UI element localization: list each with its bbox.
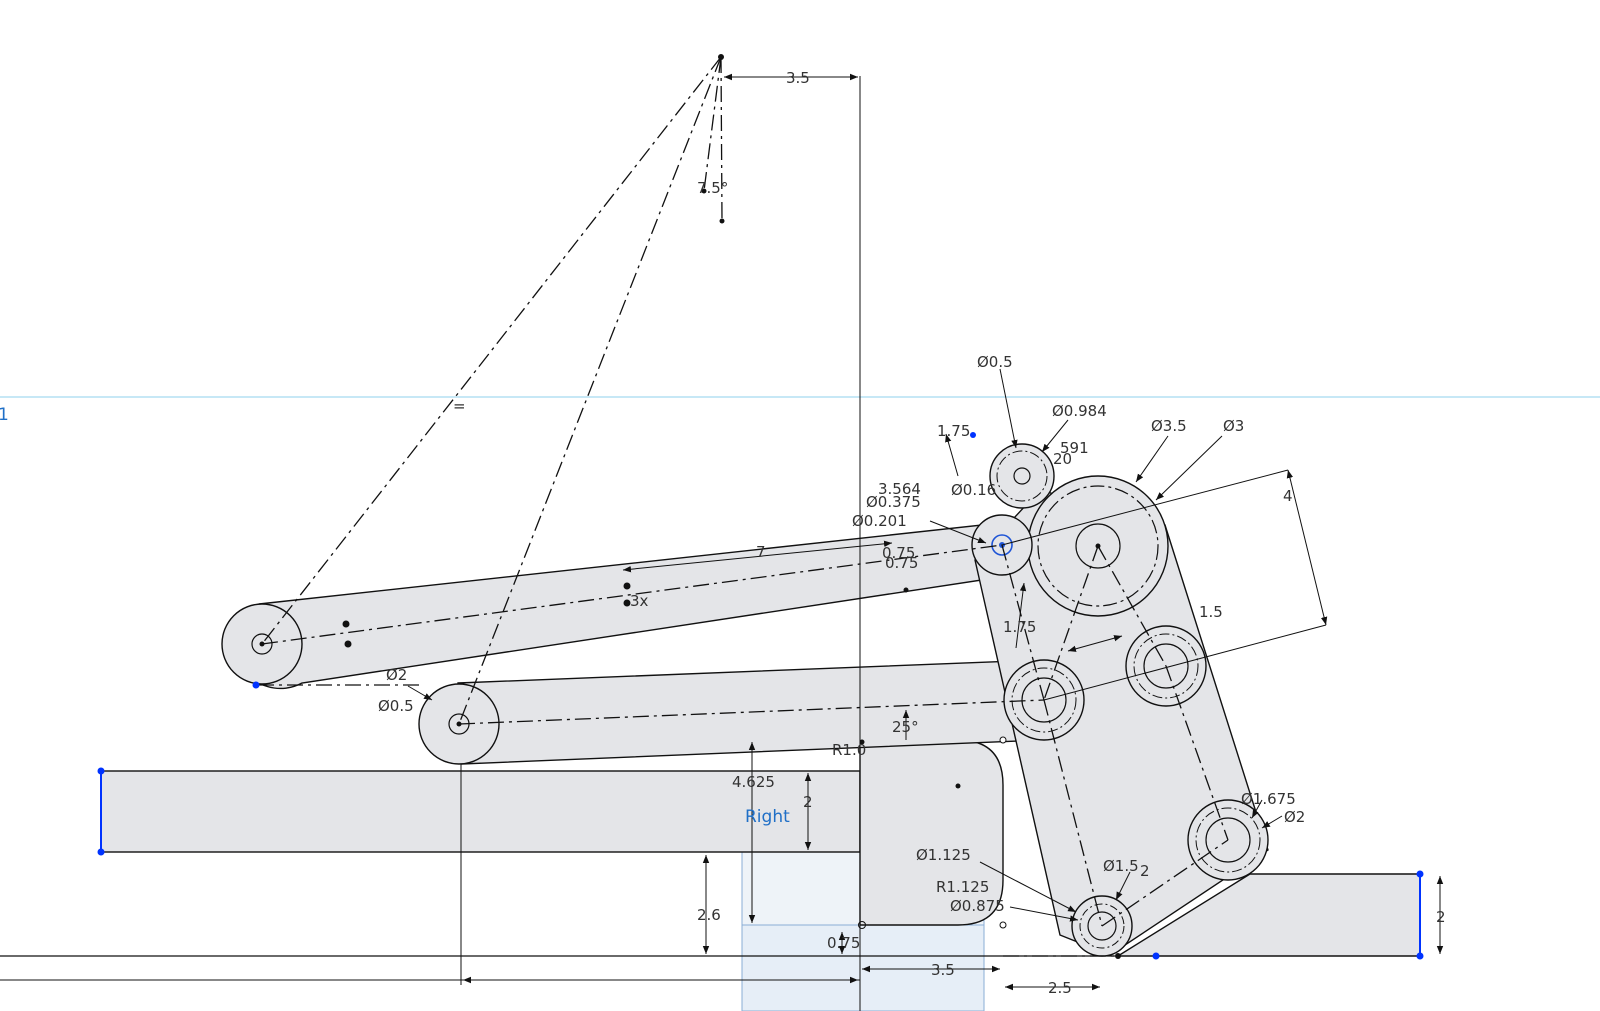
dim-len-2-chain[interactable]: 2	[1140, 862, 1150, 880]
dim-20[interactable]: 20	[1053, 450, 1072, 468]
dim-top-angle[interactable]: 7.5°	[697, 179, 728, 197]
dim-dia-0875[interactable]: Ø0.875	[950, 897, 1005, 915]
dim-offset-075b[interactable]: 0.75	[885, 554, 918, 572]
dim-len-2-right[interactable]: 2	[1436, 908, 1446, 926]
small-gear[interactable]	[989, 443, 1055, 509]
dim-dia-1675[interactable]: Ø1.675	[1241, 790, 1296, 808]
lower-right-pulley-hub[interactable]	[1205, 817, 1251, 863]
right-pulley-pitch	[1133, 633, 1199, 699]
bottom-pulley-hub[interactable]	[1087, 911, 1117, 941]
upper-arm-pivot-hole[interactable]	[251, 633, 273, 655]
dim-dia-2[interactable]: Ø2	[386, 666, 407, 684]
mid-pulley-hub[interactable]	[1021, 677, 1067, 723]
dim-height-4[interactable]: 4	[1283, 487, 1293, 505]
dim-dia-15[interactable]: Ø1.5	[1103, 857, 1139, 875]
dim-len-175-mid[interactable]: 1.75	[1003, 618, 1036, 636]
dim-hole-016[interactable]: Ø0.16	[951, 481, 996, 499]
small-gear-pitch	[996, 450, 1048, 502]
dim-dia-05[interactable]: Ø0.5	[378, 697, 414, 715]
dim-hole-0375[interactable]: Ø0.375	[866, 493, 921, 511]
blue-constraint-points[interactable]	[97, 432, 1424, 960]
mid-pulley-pitch	[1011, 667, 1077, 733]
dim-hole-0984[interactable]: Ø0.984	[1052, 402, 1107, 420]
plane-marker: 1	[0, 405, 9, 425]
dim-len-15[interactable]: 1.5	[1199, 603, 1223, 621]
lower-right-pulley-pitch	[1195, 807, 1261, 873]
dim-top-offset[interactable]: 3.5	[786, 69, 810, 87]
dim-angle-25[interactable]: 25°	[892, 718, 919, 736]
dim-offset-075a[interactable]: 0.75	[882, 544, 915, 562]
dim-dia-1125[interactable]: Ø1.125	[916, 846, 971, 864]
equal-constraint[interactable]: =	[453, 397, 466, 415]
dim-len-075-bottom[interactable]: 0.75	[827, 934, 860, 952]
dim-gear-outer[interactable]: Ø3.5	[1151, 417, 1187, 435]
dimension-labels: 3.5 7.5° = 1 Ø0.5 Ø0.984 Ø3.5 Ø3 1.75 59…	[0, 69, 1446, 997]
construction-lines	[258, 56, 1229, 957]
arm-end-hole[interactable]	[991, 534, 1013, 556]
dim-gear-pitch[interactable]: Ø3	[1223, 417, 1244, 435]
bottom-pulley-pitch	[1079, 903, 1125, 949]
dim-len-26[interactable]: 2.6	[697, 906, 721, 924]
dim-radius-1[interactable]: R1.0	[832, 741, 866, 759]
dim-dia-2-right[interactable]: Ø2	[1284, 808, 1305, 826]
dimension-lines	[407, 73, 1444, 991]
dim-len-175-top[interactable]: 1.75	[937, 422, 970, 440]
dim-pattern-3x[interactable]: 3x	[630, 592, 649, 610]
plane-label-right[interactable]: Right	[745, 807, 790, 827]
dim-rad-1125[interactable]: R1.125	[936, 878, 989, 896]
dim-len-2-left[interactable]: 2	[803, 793, 813, 811]
gear-hub[interactable]	[1075, 523, 1121, 569]
dim-len-4625[interactable]: 4.625	[732, 773, 775, 791]
dim-hole-0201[interactable]: Ø0.201	[852, 512, 907, 530]
dim-small-hole[interactable]: Ø0.5	[977, 353, 1013, 371]
sketch-points[interactable]	[342, 54, 1122, 959]
dim-591[interactable]: 591	[1060, 439, 1089, 457]
base-block-left[interactable]	[100, 770, 861, 853]
dim-len-35-bottom[interactable]: 3.5	[931, 961, 955, 979]
small-gear-hole[interactable]	[1013, 467, 1031, 485]
right-pulley-hub[interactable]	[1143, 643, 1189, 689]
dim-3564[interactable]: 3.564	[878, 480, 921, 498]
dim-arm-length[interactable]: 7	[756, 543, 766, 561]
dim-len-25-bottom[interactable]: 2.5	[1048, 979, 1072, 997]
gear-pitch	[1037, 485, 1159, 607]
